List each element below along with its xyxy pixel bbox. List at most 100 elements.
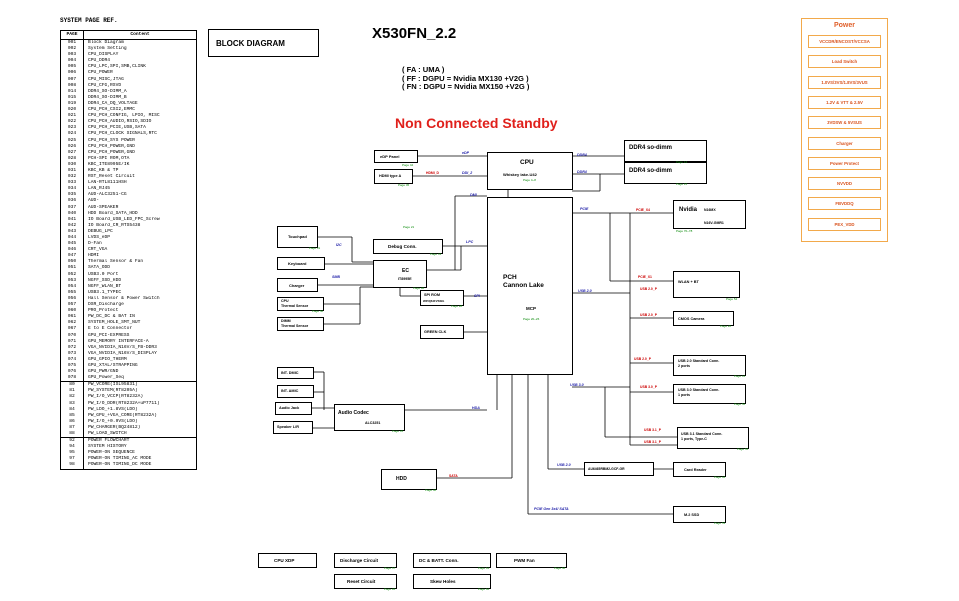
index-page-number: 020 <box>61 107 84 114</box>
index-page-number: 047 <box>61 253 84 260</box>
index-page-content: NGFF_WLAN_BT <box>88 283 122 289</box>
sig-usb31-p1: USB 3.1_P <box>644 428 661 432</box>
index-page-content: USB3.0 Port <box>88 271 119 277</box>
m2-ssd-block: M.2 SSD <box>673 506 726 523</box>
sku-list: ( FA : UMA ) ( FF : DGPU = Nvidia MX130 … <box>402 65 530 92</box>
index-page-number: 006 <box>61 70 84 77</box>
audio-codec-chip: ALC3251 <box>365 421 381 425</box>
speaker-block: Speaker L/R <box>273 421 313 434</box>
sig-usb30: USB 3.0 <box>570 383 584 387</box>
index-page-number: 002 <box>61 46 84 53</box>
page-ref: Page 32 <box>384 587 396 591</box>
index-page-number: 83 <box>61 400 84 407</box>
index-page-number: 84 <box>61 406 84 413</box>
ec-label: EC <box>402 268 409 274</box>
green-clk-block: GREEN CLK <box>420 325 464 339</box>
index-page-number: 005 <box>61 64 84 71</box>
index-page-number: 061 <box>61 314 84 321</box>
index-page-number: 045 <box>61 241 84 248</box>
debug-conn: Debug Conn. <box>373 239 443 254</box>
page-ref: Page 20~26 <box>523 317 540 321</box>
index-page-number: 046 <box>61 247 84 254</box>
index-page-number: 075 <box>61 362 84 370</box>
page-ref: Page 42 <box>714 475 726 479</box>
dimm-thermal-label1: DIMM <box>281 319 291 323</box>
spi-rom-chip: W25Q64FVSSIG <box>423 299 445 303</box>
page-ref: Page 43 <box>430 252 442 256</box>
index-header-content: Content <box>130 32 150 37</box>
ddr4-dimm-a-label: DDR4 so-dimm <box>629 145 673 151</box>
index-page-content: CPU_POWER <box>88 70 113 76</box>
index-row: 006 CPU_POWER <box>61 70 196 77</box>
ddr4-dimm-a: DDR4 so-dimm <box>624 140 707 162</box>
page-ref: Page 57 <box>384 566 396 570</box>
page-ref: Page 52 <box>734 402 746 406</box>
wlan-bt-label: WLAN + BT <box>678 280 699 284</box>
index-header: PAGE Content <box>61 31 196 40</box>
dimm-thermal-label2: Thermal Sensor <box>281 324 309 328</box>
index-page-number: 019 <box>61 100 84 108</box>
pch-block: PCH Cannon Lake MCP <box>487 197 573 375</box>
index-page-number: 053 <box>61 277 84 284</box>
sig-usb20-cr: USB 2.0 <box>557 463 571 467</box>
index-header-page: PAGE <box>61 31 84 39</box>
index-row: 020 CPU_PCH_CSI2,EMMC <box>61 107 196 114</box>
index-page-content: PW_VCORE(ISL95831) <box>88 382 138 388</box>
pwm-fan-block: PWM Fan <box>496 553 567 568</box>
index-page-content: CPU_PCH_CONFIG, LPIO, MISC <box>88 113 160 119</box>
hdmi-conn: HDMI type A <box>374 169 413 184</box>
index-page-content: LVDS_eDP <box>88 235 111 240</box>
standby-subtitle: Non Connected Standby <box>395 115 558 131</box>
usb31-label2: 1 ports, Type-C <box>681 437 707 441</box>
index-page-content: CPU_PCH_CSI2,EMMC <box>88 107 135 113</box>
index-page-number: 94 <box>61 444 84 451</box>
index-page-number: 014 <box>61 88 84 95</box>
sig-pcie-x1: PCIE_X1 <box>638 275 652 279</box>
index-page-content: PW_I/O_VCCP(RT8232A) <box>88 394 144 400</box>
index-page-number: 040 <box>61 210 84 217</box>
index-page-number: 067 <box>61 326 84 333</box>
touchpad-label: Touchpad <box>288 234 307 239</box>
sig-usb20-p3: USB 2.0_P <box>634 357 651 361</box>
index-page-number: 076 <box>61 369 84 376</box>
sig-ddr-b: DDR4 <box>577 170 587 174</box>
page-ref: Page 50 <box>312 309 324 313</box>
index-page-number: 98 <box>61 462 84 469</box>
index-page-content: VGA_NVIDIA_N16V/S_DISPLAY <box>88 350 157 356</box>
sig-pcie-x4: PCIE_X4 <box>636 208 650 212</box>
wlan-bt-block: WLAN + BT <box>673 271 740 298</box>
index-row: 067 E to E Connector <box>61 326 196 333</box>
index-page-content: PW_I/O_+0.9VS(LDO) <box>88 418 138 424</box>
usb20-label2: 2 ports <box>678 364 690 368</box>
power-item: PEX_VDD <box>808 217 881 231</box>
index-title: SYSTEM PAGE REF. <box>60 17 118 24</box>
index-page-content: AUD- <box>88 198 100 204</box>
card-reader-chip: AU6465RBM2-GCF-GR <box>584 462 654 476</box>
index-page-content: PW_CHARGER(BQ24812) <box>88 424 141 430</box>
index-page-content: IO Board_USB_LED_FPC_Screw <box>88 216 160 222</box>
power-item: FBVDDQ <box>808 197 881 211</box>
index-page-number: 81 <box>61 388 84 395</box>
index-page-content: E to E Connector <box>88 326 133 332</box>
index-page-content: PW_I/O_DDR(RT8232A+uP7711) <box>88 400 160 406</box>
charger-block: Charger <box>277 278 318 292</box>
sig-usb31-p2: USB 3.1_P <box>644 440 661 444</box>
